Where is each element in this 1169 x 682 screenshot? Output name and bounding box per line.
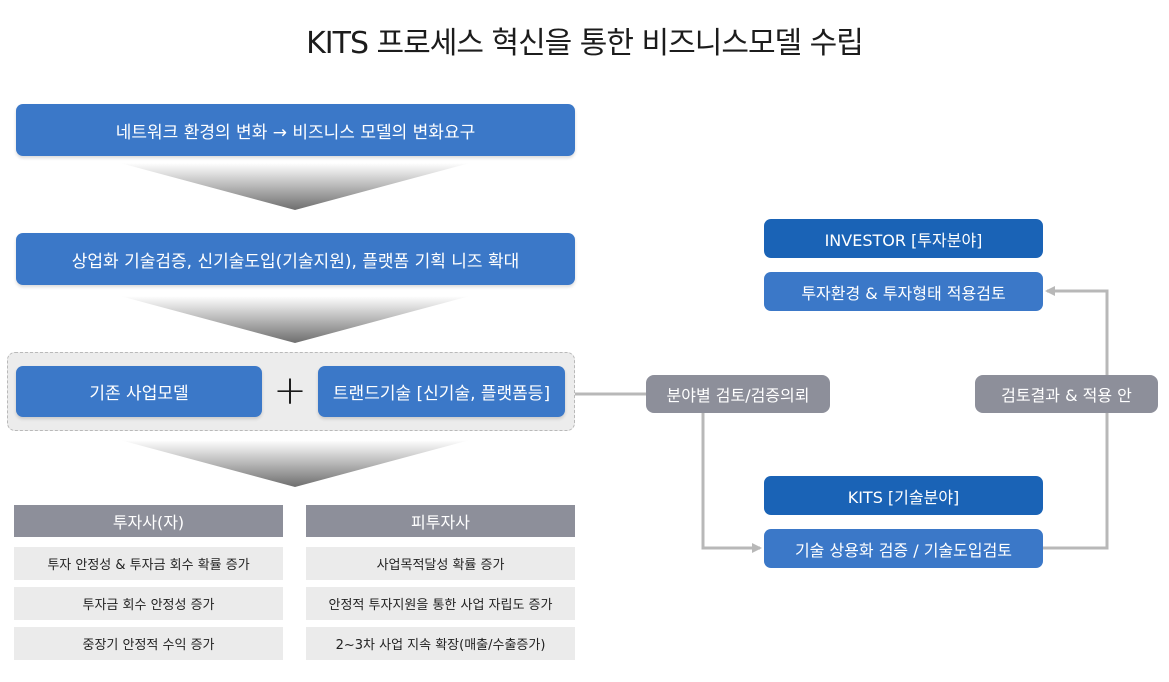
- funnel-arrow-1: [120, 163, 470, 210]
- page-title: KITS 프로세스 혁신을 통한 비즈니스모델 수립: [306, 26, 864, 61]
- investor-task-box: 투자환경 & 투자형태 적용검토: [764, 272, 1043, 311]
- investor-table-row: 투자 안정성 & 투자금 회수 확률 증가: [14, 547, 283, 580]
- trend-technology-box: 트랜드기술 [신기술, 플랫폼등]: [318, 366, 565, 417]
- investor-table-row: 투자금 회수 안정성 증가: [14, 587, 283, 620]
- kits-title-box: KITS [기술분야]: [764, 476, 1043, 515]
- review-request-pill: 분야별 검토/검증의뢰: [646, 375, 830, 413]
- investee-table-row: 안정적 투자지원을 통한 사업 자립도 증가: [306, 587, 575, 620]
- investor-table-header: 투자사(자): [14, 505, 283, 537]
- existing-business-model-box: 기존 사업모델: [16, 366, 262, 417]
- investee-table-row: 2~3차 사업 지속 확장(매출/수출증가): [306, 627, 575, 660]
- investor-title-box: INVESTOR [투자분야]: [764, 219, 1043, 258]
- funnel-arrow-2: [120, 296, 470, 343]
- kits-task-box: 기술 상용화 검증 / 기술도입검토: [764, 529, 1043, 568]
- investee-table-header: 피투자사: [306, 505, 575, 537]
- connector-review-to-kits: [701, 413, 762, 553]
- step-bar-network-change: 네트워크 환경의 변화 → 비즈니스 모델의 변화요구: [16, 104, 575, 156]
- plus-icon: +: [273, 368, 307, 414]
- funnel-arrow-3: [120, 440, 470, 487]
- step-bar-tech-needs: 상업화 기술검증, 신기술도입(기술지원), 플랫폼 기획 니즈 확대: [16, 233, 575, 285]
- connector-result-to-investor: [1045, 286, 1109, 375]
- investor-table-row: 중장기 안정적 수익 증가: [14, 627, 283, 660]
- review-result-pill: 검토결과 & 적용 안: [975, 375, 1158, 413]
- connector-kits-to-result: [1043, 413, 1109, 550]
- investee-table-row: 사업목적달성 확률 증가: [306, 547, 575, 580]
